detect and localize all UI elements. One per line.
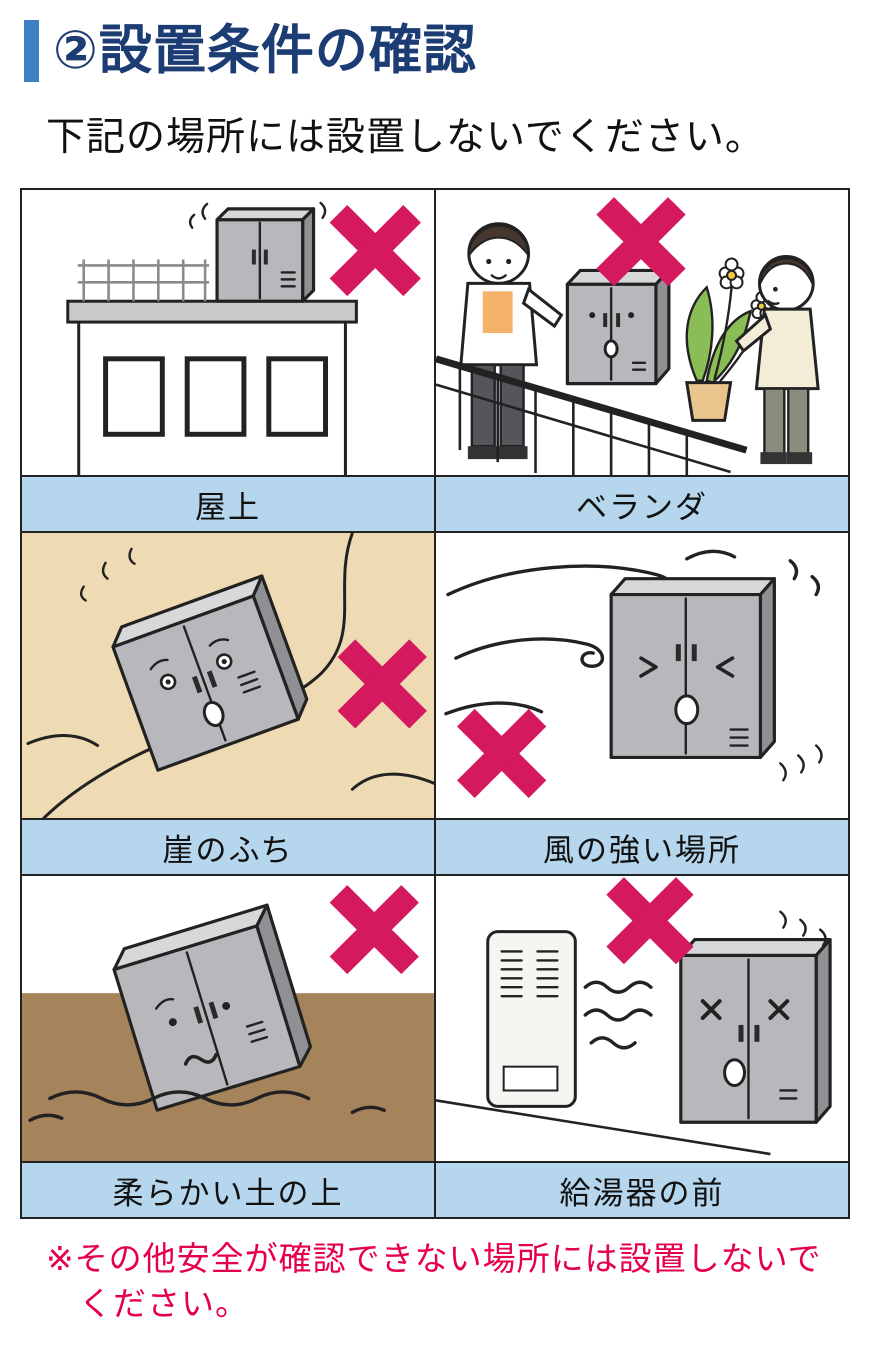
section-header: ②設置条件の確認: [24, 20, 850, 82]
storage-cabinet: [111, 574, 309, 772]
potted-plant: [685, 257, 773, 422]
panel-caption: 給湯器の前: [436, 1161, 848, 1217]
x-mark-icon: [596, 197, 686, 287]
water-heater-illustration-svg: [436, 877, 832, 1156]
cliff-edge-illustration-svg: [22, 533, 434, 818]
storage-cabinet: [112, 903, 313, 1112]
soft-soil-illustration: [22, 876, 434, 1161]
subtitle: 下記の場所には設置しないでください。: [46, 115, 765, 160]
heat-waves: [583, 980, 653, 1050]
storage-cabinet: [609, 577, 776, 760]
panel-soft-soil: 柔らかい土の上: [22, 876, 436, 1219]
storage-cabinet: [565, 268, 671, 386]
x-mark-icon: [329, 885, 419, 975]
shake-marks: [779, 744, 823, 782]
storage-cabinet: [215, 207, 316, 303]
person-right: [734, 255, 820, 465]
shake-marks: [779, 910, 827, 947]
water-heater: [486, 930, 577, 1108]
rooftop-illustration: [22, 190, 434, 475]
building: [66, 299, 358, 475]
panel-caption: 柔らかい土の上: [22, 1161, 434, 1217]
sweat-marks: [79, 547, 136, 602]
panel-windy-place: 風の強い場所: [436, 533, 850, 876]
warning-grid: 屋上: [20, 188, 850, 1219]
title-accent-bar: [24, 20, 39, 82]
panel-veranda: ベランダ: [436, 190, 850, 533]
veranda-illustration: [436, 190, 848, 475]
footnote: ※その他安全が確認できない場所には設置しないでください。: [46, 1239, 822, 1323]
page-title: ②設置条件の確認: [53, 19, 477, 81]
veranda-illustration-svg: [436, 197, 820, 475]
x-mark-icon: [606, 877, 694, 965]
panel-caption: ベランダ: [436, 475, 848, 531]
windy-place-illustration: [436, 533, 848, 818]
x-mark-icon: [329, 205, 421, 297]
person-left: [459, 222, 564, 460]
panel-caption: 崖のふち: [22, 818, 434, 874]
panel-rooftop: 屋上: [22, 190, 436, 533]
panel-caption: 風の強い場所: [436, 818, 848, 874]
windy-place-illustration-svg: [444, 549, 823, 798]
rooftop-illustration-svg: [66, 201, 421, 475]
shake-marks: [188, 201, 327, 229]
flower: [718, 257, 745, 290]
storage-cabinet: [679, 937, 832, 1124]
water-heater-illustration: [436, 876, 848, 1161]
soil-surface-lines: [28, 1090, 386, 1122]
cliff-edge-illustration: [22, 533, 434, 818]
x-mark-icon: [457, 708, 547, 798]
soft-soil-illustration-svg: [22, 885, 434, 1161]
roof-railing: [77, 259, 210, 302]
panel-caption: 屋上: [22, 475, 434, 531]
x-mark-icon: [337, 639, 427, 729]
balcony-railing: [436, 355, 748, 475]
panel-water-heater: 給湯器の前: [436, 876, 850, 1219]
panel-cliff-edge: 崖のふち: [22, 533, 436, 876]
